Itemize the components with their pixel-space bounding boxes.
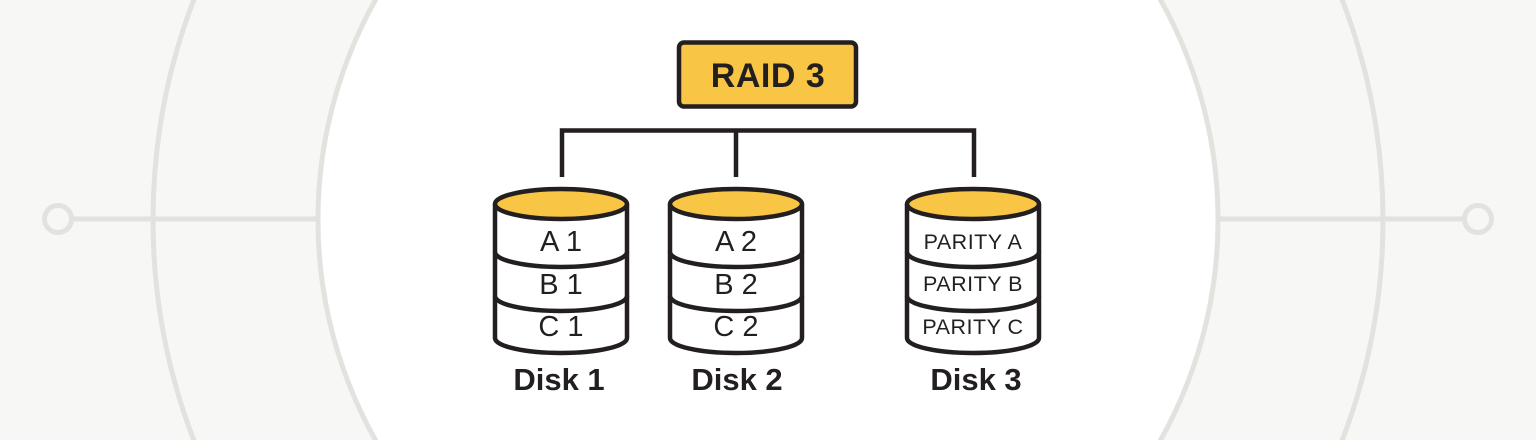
disk-3-label: Disk 3 — [930, 362, 1021, 397]
raid-title-box: RAID 3 — [676, 40, 859, 109]
disk-1-divider-2 — [492, 295, 630, 314]
disk-1-label: Disk 1 — [513, 362, 604, 397]
disk-1-block-c: C 1 — [538, 311, 583, 343]
raid-box-rect — [676, 40, 859, 109]
connector-tree — [559, 128, 977, 177]
raid-title-text: RAID 3 — [711, 57, 825, 95]
disk-3-parity-c: PARITY C — [922, 315, 1023, 339]
disk-2-divider-2 — [667, 295, 805, 314]
disk-3-top-ellipse — [904, 186, 1042, 222]
disk-2-cylinder-body — [667, 204, 805, 356]
disk-1-block-b: B 1 — [539, 269, 583, 301]
disk-3-parity-b: PARITY B — [923, 272, 1023, 296]
disk-2-divider-1 — [667, 251, 805, 270]
left-node-ring-icon — [42, 203, 74, 235]
disk-1-block-a: A 1 — [540, 226, 582, 258]
disk-3-divider-1 — [904, 251, 1042, 270]
disk-1-cylinder-body — [492, 204, 630, 356]
disk-1-group: A 1 B 1 C 1 Disk 1 — [492, 186, 630, 397]
disk-2-block-b: B 2 — [714, 269, 758, 301]
disk-1-divider-1 — [492, 251, 630, 270]
disk-3-cylinder-body — [904, 204, 1042, 356]
disk-3-parity-a: PARITY A — [924, 230, 1023, 254]
disk-2-top-ellipse — [667, 186, 805, 222]
disk-2-block-c: C 2 — [713, 311, 758, 343]
tree-connector-lines — [559, 128, 977, 177]
right-node-ring-icon — [1462, 203, 1494, 235]
disk-2-label: Disk 2 — [691, 362, 782, 397]
disk-3-divider-2 — [904, 295, 1042, 314]
disk-3-group: PARITY A PARITY B PARITY C Disk 3 — [904, 186, 1042, 397]
disk-2-block-a: A 2 — [715, 226, 757, 258]
disk-2-group: A 2 B 2 C 2 Disk 2 — [667, 186, 805, 397]
disk-1-top-ellipse — [492, 186, 630, 222]
